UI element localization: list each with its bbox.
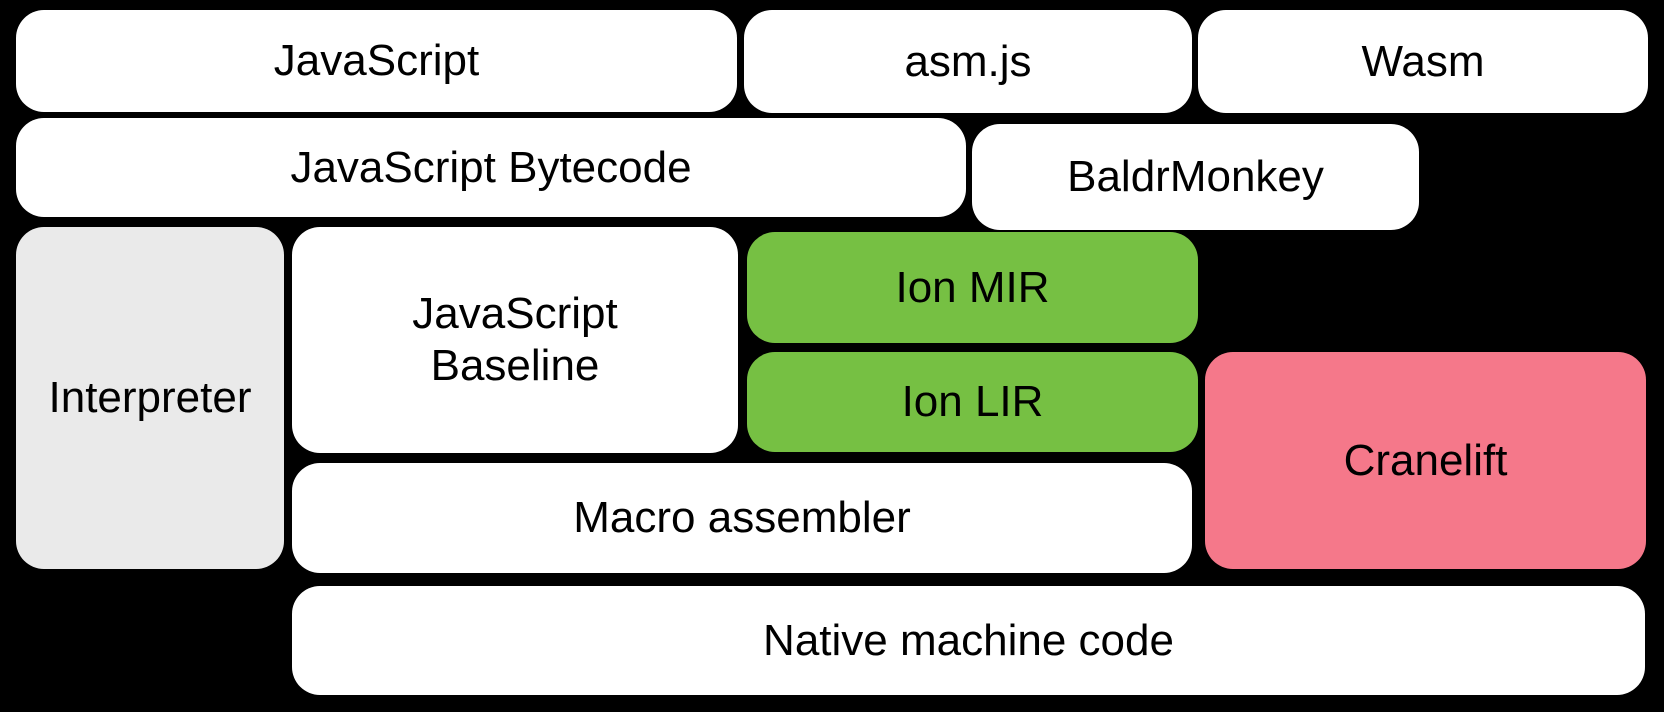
block-baldrmonkey: BaldrMonkey <box>972 124 1419 230</box>
block-baldrmonkey-label: BaldrMonkey <box>1067 152 1324 202</box>
block-ion-mir: Ion MIR <box>747 232 1198 343</box>
block-javascript-bytecode-label: JavaScript Bytecode <box>290 142 692 192</box>
block-macro-assembler: Macro assembler <box>292 463 1192 573</box>
block-cranelift: Cranelift <box>1205 352 1646 569</box>
block-asmjs-label: asm.js <box>904 36 1032 86</box>
block-javascript-label: JavaScript <box>273 36 480 86</box>
block-javascript-baseline: JavaScript Baseline <box>292 227 738 453</box>
block-asmjs: asm.js <box>744 10 1192 113</box>
block-ion-mir-label: Ion MIR <box>895 262 1050 312</box>
block-wasm-label: Wasm <box>1361 36 1485 86</box>
block-cranelift-label: Cranelift <box>1343 435 1508 485</box>
block-wasm: Wasm <box>1198 10 1648 113</box>
block-macro-assembler-label: Macro assembler <box>573 493 911 543</box>
block-javascript-baseline-label: JavaScript Baseline <box>412 289 618 390</box>
block-javascript: JavaScript <box>16 10 737 112</box>
block-javascript-bytecode: JavaScript Bytecode <box>16 118 966 217</box>
block-native-machine-code: Native machine code <box>292 586 1645 695</box>
block-interpreter: Interpreter <box>16 227 284 569</box>
block-ion-lir: Ion LIR <box>747 352 1198 452</box>
block-interpreter-label: Interpreter <box>48 373 252 423</box>
block-ion-lir-label: Ion LIR <box>901 377 1044 427</box>
block-native-machine-code-label: Native machine code <box>763 615 1174 665</box>
